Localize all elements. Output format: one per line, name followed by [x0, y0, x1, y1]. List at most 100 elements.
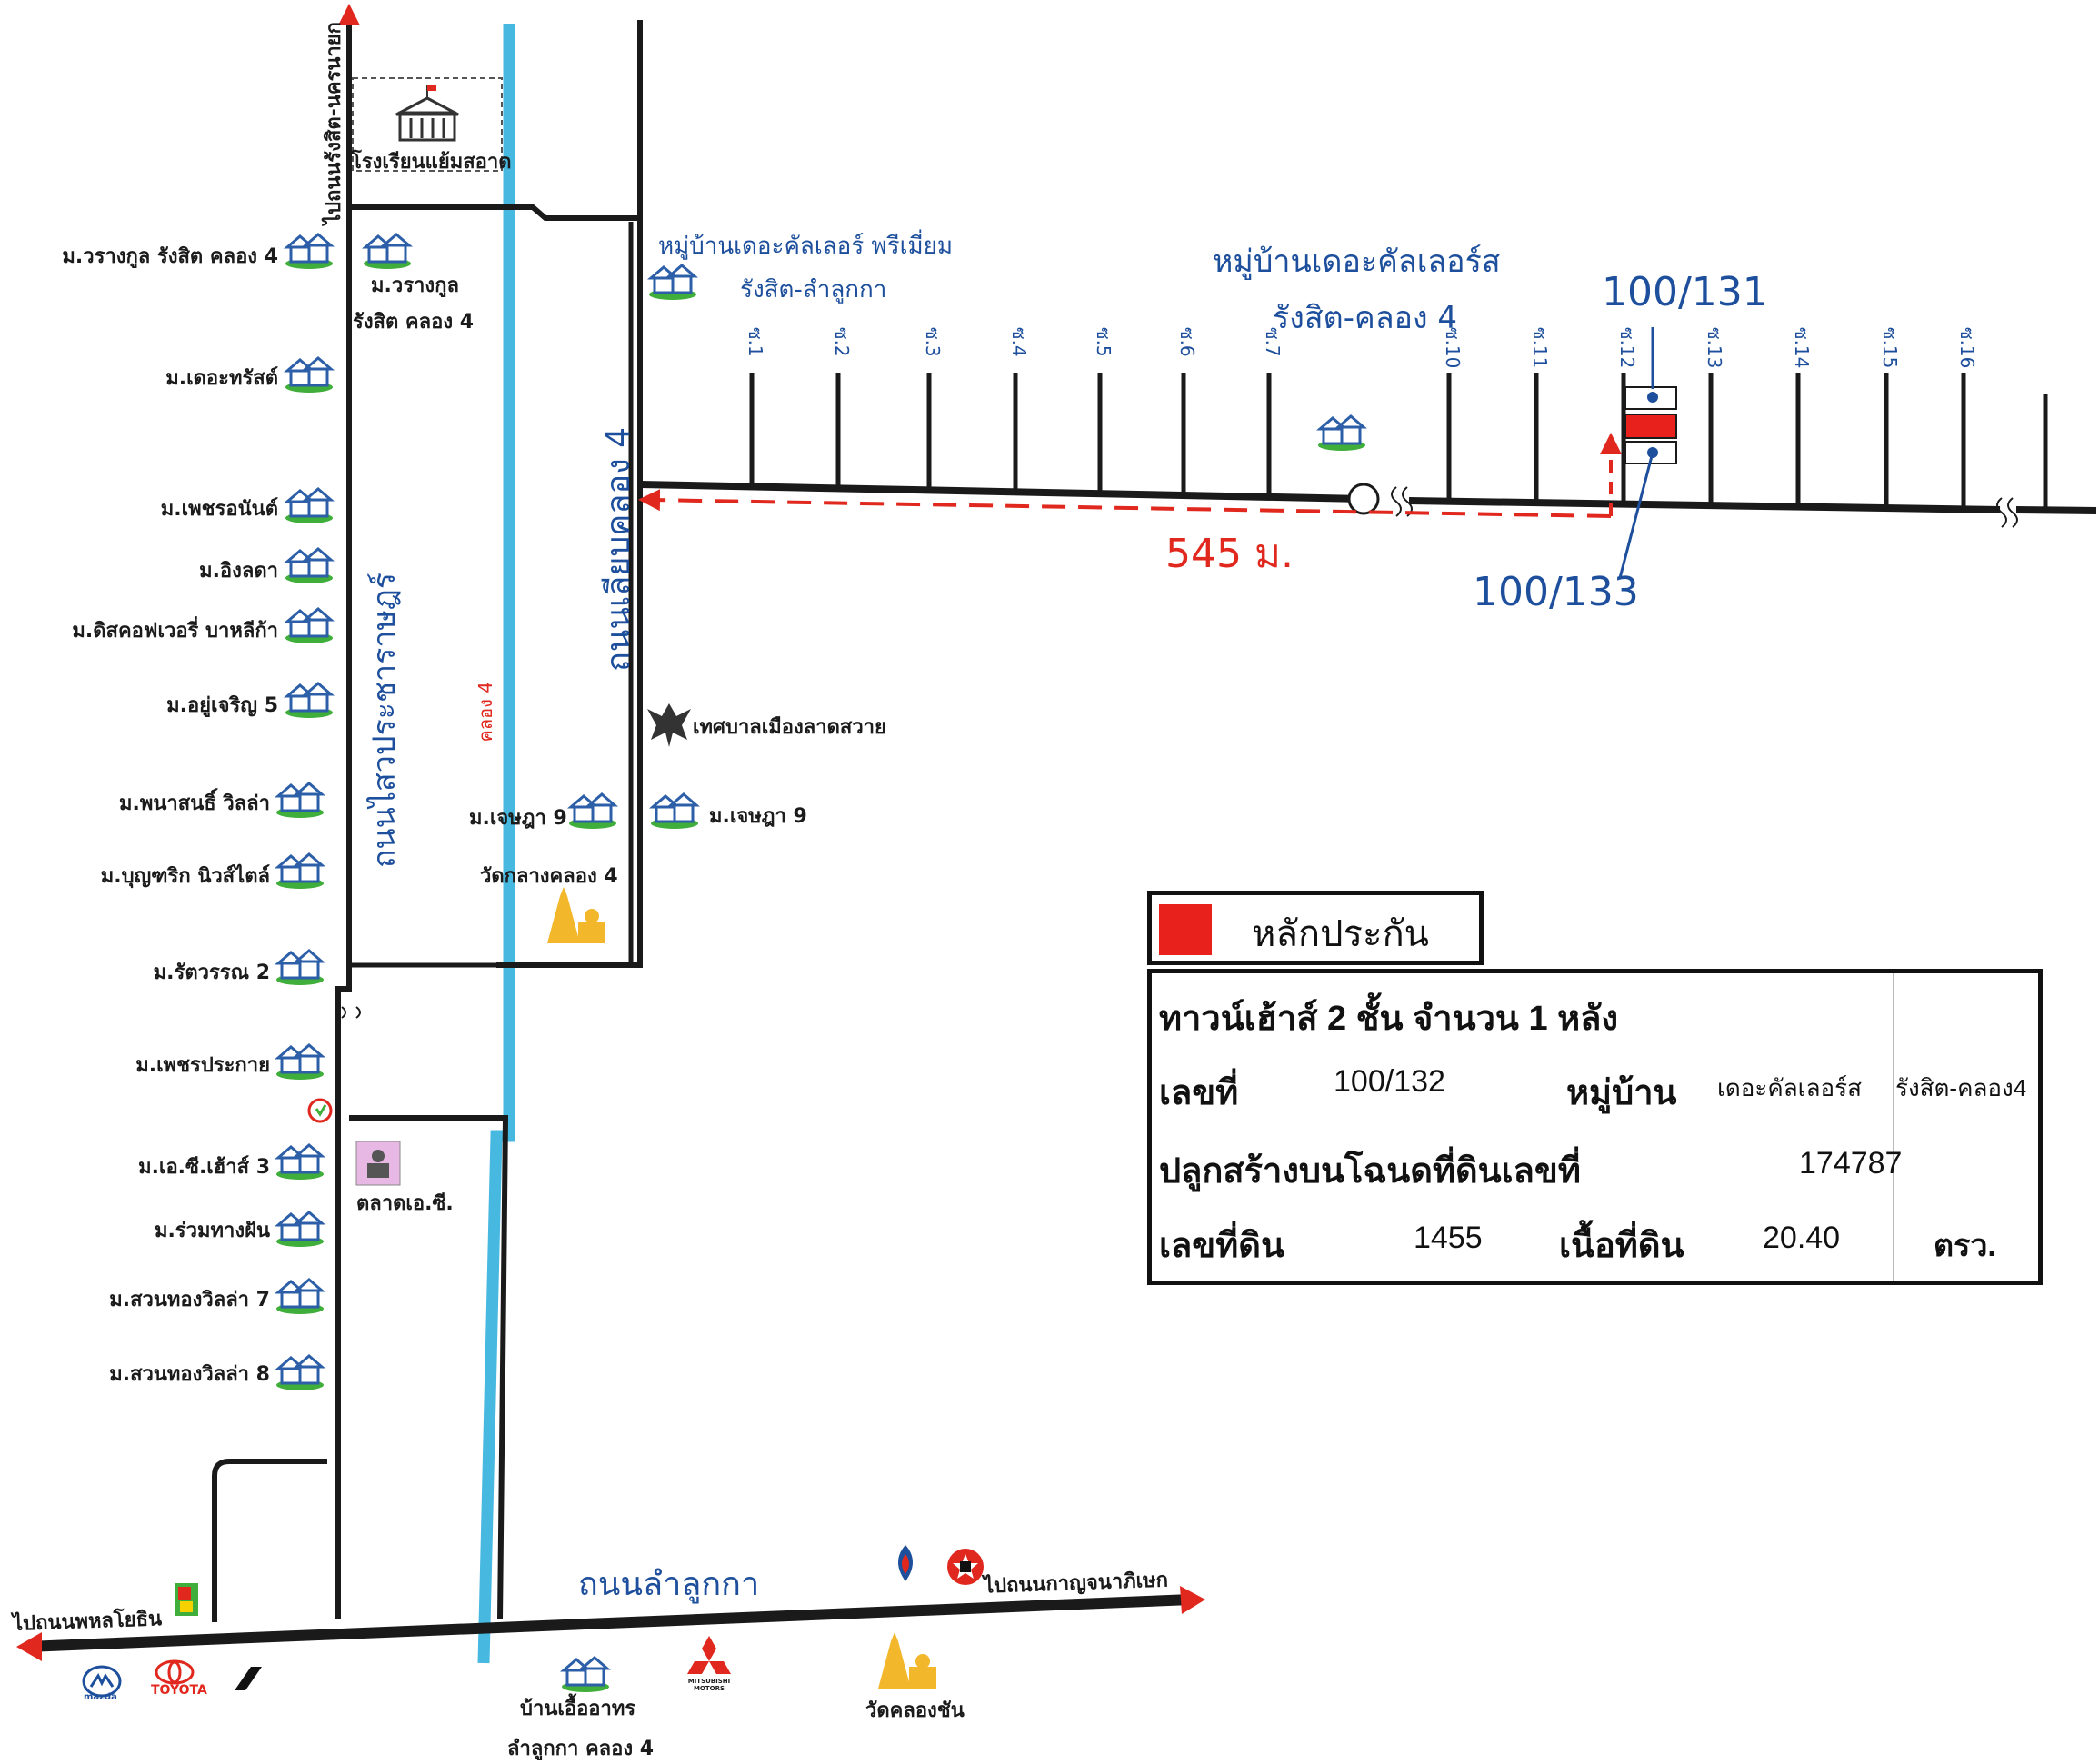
soi-label: ซ.6 [1176, 327, 1198, 357]
left-road [335, 18, 352, 1619]
legend-deed-label: ปลูกสร้างบนโฉนดที่ดินเลขที่ [1159, 1152, 1581, 1191]
legend-land-no-value: 1455 [1414, 1221, 1483, 1255]
village-label: ม.เพชรอนันต์ [160, 498, 278, 521]
village-label: ม.อยู่เจริญ 5 [166, 694, 278, 717]
road-label-to-phahonyothin: ไปถนนพหลโยธิน [12, 1608, 163, 1636]
legend-details: ทาวน์เฮ้าส์ 2 ชั้น จำนวน 1 หลัง เลขที่ 1… [1147, 969, 2043, 1285]
road-label-rangsit-nakhonnayok: ไปถนนรังสิต-นครนายก [323, 22, 345, 225]
house-icon [274, 1043, 325, 1080]
village-label: ม.สวนทองวิลล่า 8 [109, 1363, 270, 1386]
house-icon [283, 607, 335, 643]
house-icon [361, 233, 413, 269]
toyota-wordmark: TOYOTA [151, 1683, 207, 1698]
legend-title: หลักประกัน [1252, 914, 1430, 954]
baan-ua-label-2: ลำลูกกา คลอง 4 [507, 1738, 655, 1760]
house-icon [274, 782, 325, 818]
plot-number-north: 100/131 [1602, 269, 1768, 315]
village-label: ม.พนาสนธิ์ วิลล่า [119, 792, 270, 815]
collateral-swatch [1159, 904, 1212, 955]
soi-label: ซ.3 [922, 327, 944, 357]
house-icon [274, 852, 325, 889]
house-icon [283, 356, 335, 393]
chetsada-left-label: ม.เจษฎา 9 [469, 807, 567, 830]
village-label: ม.วรางกูล รังสิต คลอง 4 [62, 245, 278, 268]
soi-label: ซ.11 [1529, 327, 1551, 369]
soi-label: ซ.16 [1956, 327, 1978, 369]
municipality-label: เทศบาลเมืองลาดสวาย [693, 716, 886, 739]
legend-no-label: เลขที่ [1159, 1074, 1239, 1112]
house-icon [283, 233, 335, 269]
bigc-icon [175, 1583, 198, 1616]
soi-label: ซ.13 [1704, 327, 1725, 369]
village-main-road-2 [1408, 497, 2001, 513]
village-label: ม.ดิสคอฟเวอรี่ บาหลีก้า [72, 620, 278, 643]
house-icon [1315, 414, 1367, 451]
school-box [352, 77, 503, 172]
market-label: ตลาดเอ.ซี. [356, 1192, 454, 1215]
school-label: โรงเรียนแย้มสอาด [351, 151, 512, 174]
chetsada-right-label: ม.เจษฎา 9 [709, 805, 807, 828]
house-icon [648, 792, 700, 829]
distance-route [638, 489, 1612, 518]
village-main-road [639, 481, 1364, 503]
mitsubishi-icon [687, 1636, 731, 1674]
village-label: ม.สวนทองวิลล่า 7 [109, 1289, 270, 1311]
road-label-prachathipat: ถนนไสวประชาราษฎร์ [366, 573, 403, 869]
mitsubishi-wordmark: MITSUBISHI MOTORS [687, 1678, 731, 1692]
house-icon [559, 1656, 611, 1692]
premium-village-label-1: หมู่บ้านเดอะคัลเลอร์ พรีเมี่ยม [658, 233, 953, 260]
soi-label: ซ.12 [1616, 327, 1638, 369]
road-label-liab-khlong4: ถนนเลียบคลอง 4 [600, 427, 637, 673]
legend-divider [1893, 973, 1894, 1281]
house-icon [283, 487, 335, 523]
soi-label: ซ.15 [1879, 327, 1901, 369]
distance-label: 545 ม. [1165, 531, 1294, 577]
bigc-wordmark: Big C [171, 1559, 180, 1583]
soi-label: ซ.1 [745, 327, 766, 357]
house-icon [274, 1354, 325, 1390]
soi-label: ซ.5 [1093, 327, 1114, 357]
roundabout [1347, 483, 1380, 515]
school-icon [395, 85, 459, 142]
legend-village-label: หมู่บ้าน [1566, 1074, 1677, 1112]
road-label-lam-luk-ka: ถนนลำลูกกา [578, 1566, 760, 1603]
chevrolet-icon [235, 1667, 262, 1690]
legend-village-name: เดอะคัลเลอร์ส [1717, 1074, 1862, 1101]
ptt-icon [898, 1545, 913, 1581]
caltex-icon [947, 1549, 984, 1585]
village-label: ม.เพชรประกาย [135, 1054, 270, 1077]
house-icon [566, 792, 618, 829]
premium-village-label-2: รังสิต-ลำลูกกา [740, 276, 887, 304]
village-label: ม.อิงลดา [199, 560, 278, 583]
house-icon [274, 1143, 325, 1180]
village-main-road-3 [2015, 506, 2097, 514]
village-label: ม.บุญฑริก นิวส์ไตล์ [100, 865, 270, 888]
plot-100-132-collateral[interactable] [1624, 414, 1677, 439]
west-arrow [16, 1632, 42, 1661]
liab-khlong4-road [496, 20, 643, 968]
legend-no-value: 100/132 [1334, 1064, 1445, 1099]
plot-number-south: 100/133 [1473, 569, 1639, 615]
legend-land-no-label: เลขที่ดิน [1159, 1227, 1284, 1265]
north-arrow [338, 4, 360, 25]
toyota-icon [155, 1659, 195, 1685]
east-arrow [1180, 1586, 1205, 1614]
cross-road-1230 [349, 1115, 509, 1620]
legend-line1: ทาวน์เฮ้าส์ 2 ชั้น จำนวน 1 หลัง [1159, 1000, 1619, 1038]
garuda-icon [647, 703, 691, 747]
village-label: ม.ร่วมทางฝัน [154, 1220, 270, 1242]
soi-label: ซ.10 [1442, 327, 1464, 369]
house-icon [283, 547, 335, 583]
temple-icon-klang [547, 887, 605, 943]
legend-header: หลักประกัน [1147, 891, 1484, 965]
soi-label: ซ.7 [1262, 327, 1284, 357]
house-icon [274, 1278, 325, 1314]
legend-deed-value: 174787 [1799, 1146, 1903, 1181]
bigc-access-road [212, 1459, 327, 1622]
soi-label: ซ.14 [1791, 327, 1813, 369]
mazda-wordmark: mazda [84, 1692, 117, 1702]
legend-area-value: 20.40 [1763, 1221, 1841, 1255]
house-icon [646, 264, 698, 300]
canal [477, 24, 515, 1664]
